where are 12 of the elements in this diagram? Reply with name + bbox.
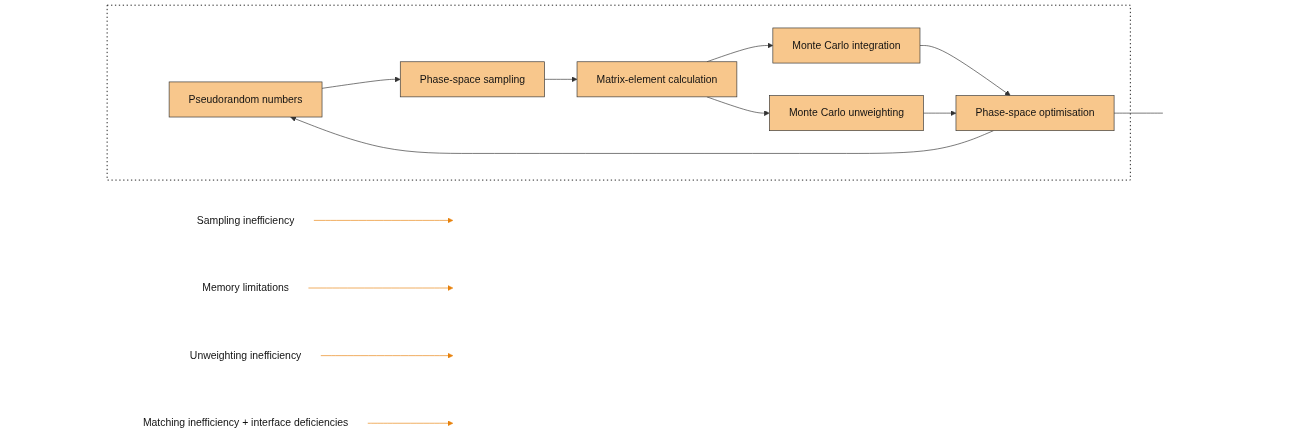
- node-text: Unweighting inefficiency: [189, 349, 302, 361]
- connector: [1113, 112, 1164, 114]
- node-box: Monte Carlo unweighting: [769, 95, 924, 131]
- node-text: Matching inefficiency + interface deficiencies: [142, 417, 349, 429]
- node-box: Phase-space sampling: [399, 61, 545, 98]
- node-text: Sampling inefficiency: [196, 214, 295, 226]
- cluster: [106, 4, 1131, 181]
- node-box: Matrix-element calculation: [576, 61, 738, 98]
- node-box: Monte Carlo integration: [772, 27, 921, 64]
- node-text: Memory limitations: [202, 282, 289, 294]
- node-box: Pseudorandom numbers: [168, 81, 323, 118]
- node-box: Phase-space optimisation: [955, 95, 1115, 131]
